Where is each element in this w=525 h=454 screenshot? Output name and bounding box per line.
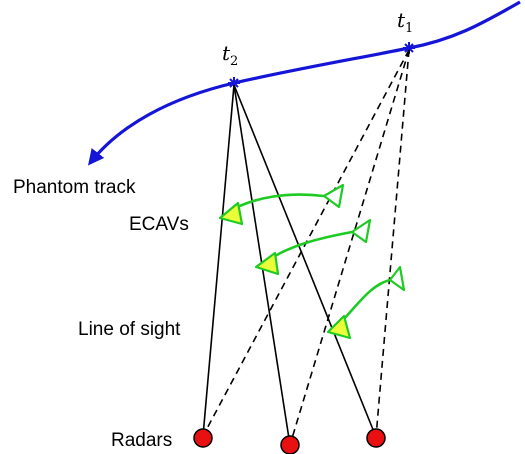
t2-lines-of-sight bbox=[202, 84, 377, 446]
ecav-2 bbox=[254, 218, 372, 276]
ecav-1 bbox=[218, 183, 345, 226]
radars-label: Radars bbox=[111, 430, 172, 451]
t1-lines-of-sight bbox=[202, 49, 410, 446]
t2-label: t2 bbox=[222, 41, 238, 69]
ecavs-label: ECAVs bbox=[129, 214, 189, 235]
radar-3 bbox=[366, 428, 386, 448]
ecav-3 bbox=[326, 265, 406, 340]
phantom-track-curve bbox=[88, 0, 521, 166]
radar-2 bbox=[280, 435, 300, 454]
t1-label: t1 bbox=[397, 8, 413, 36]
radar-1 bbox=[193, 428, 213, 448]
line-of-sight-label: Line of sight bbox=[78, 319, 181, 340]
phantom-track-label: Phantom track bbox=[13, 177, 136, 198]
